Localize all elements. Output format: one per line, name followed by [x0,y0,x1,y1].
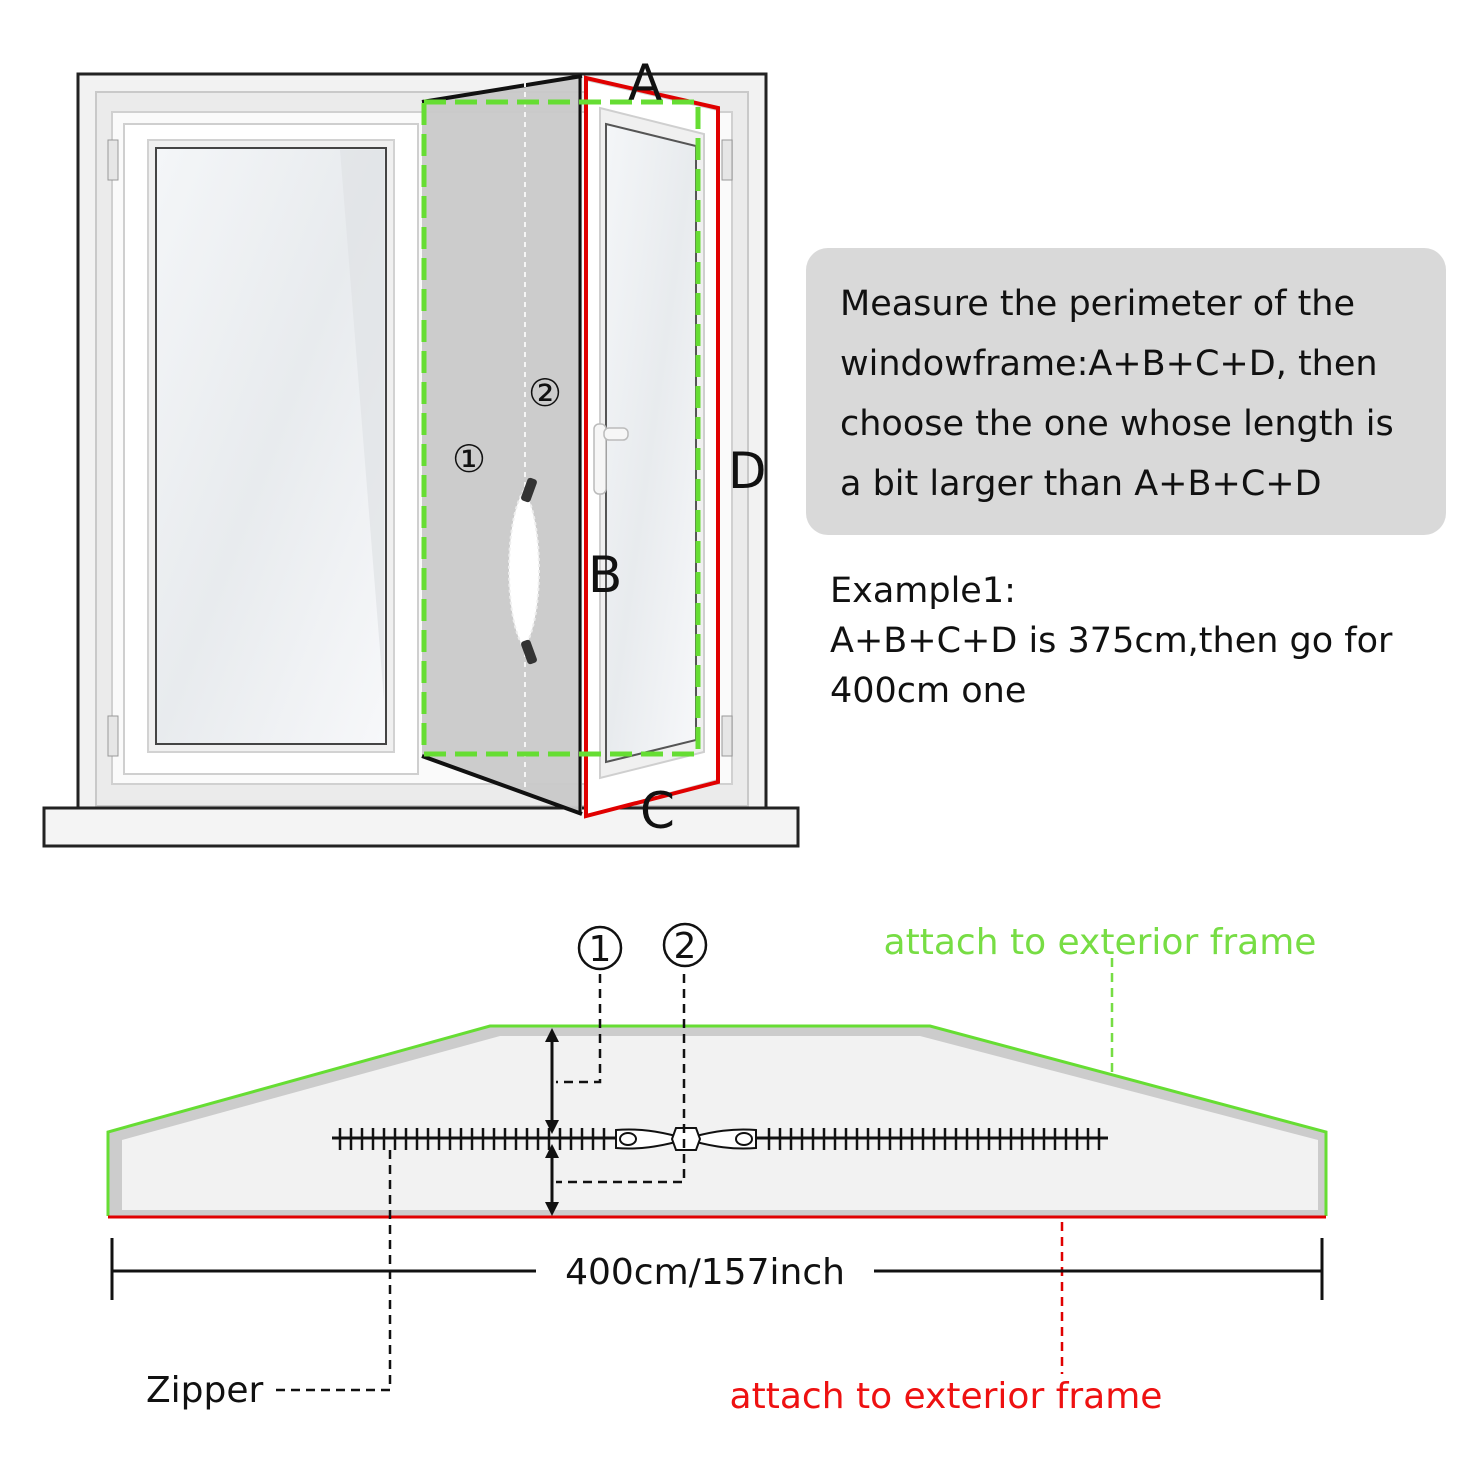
zipper-pull-top [521,477,537,503]
window-sill [42,806,800,848]
zipper-label: Zipper [146,1370,264,1411]
bottom-edge-label: attach to exterior frame [730,1376,1163,1417]
panel-marker-1-digit: 1 [589,929,612,970]
curtain-panel [422,76,582,814]
red-perimeter-outline [584,75,720,819]
zipper-slider [615,1127,757,1151]
window-illustration: A B C D ① ② [42,54,800,848]
hinge-top-right [721,139,733,181]
example-title: Example1: [830,571,1016,611]
panel-marker-2-digit: 2 [674,926,697,967]
instruction-text: Measure the perimeter of the windowframe… [840,284,1394,504]
instruction-box: Measure the perimeter of the windowframe… [806,248,1446,535]
label-b: B [588,546,622,604]
open-sash-glass [605,122,697,764]
window-marker-1: ① [452,437,486,481]
panel-green-edge [106,1024,1328,1216]
sash-handle [593,423,607,495]
zipper-pull-bottom [521,639,537,665]
panel-bottom-edge [421,754,583,816]
dimension-arrows [545,1028,559,1216]
zipper-teeth [338,1128,1101,1150]
top-edge-label: attach to exterior frame [884,922,1317,963]
green-dashed-outline [421,99,701,757]
hinge-bottom-left [107,715,119,757]
panel-top-edge [421,74,583,104]
left-glass [155,147,387,745]
panel-marker-2-circle [662,922,708,968]
hinge-bottom-right [721,715,733,757]
panel-body [122,1036,1318,1210]
glass-reflection [340,150,384,700]
sash-handle-lever [603,427,629,441]
example-block: Example1: A+B+C+D is 375cm,then go for 4… [830,566,1450,716]
label-a: A [628,54,662,112]
example-text: A+B+C+D is 375cm,then go for 400cm one [830,621,1393,711]
length-label: 400cm/157inch [565,1252,845,1293]
label-c: C [640,782,675,840]
panel-marker-1-circle [577,925,623,971]
panel-diagram: ① 1 ② 2 400cm/157inch attach to exterior… [106,922,1328,1417]
window-marker-2: ② [528,371,562,415]
leader-lines [272,974,686,1392]
label-d: D [728,442,767,500]
hinge-top-left [107,139,119,181]
